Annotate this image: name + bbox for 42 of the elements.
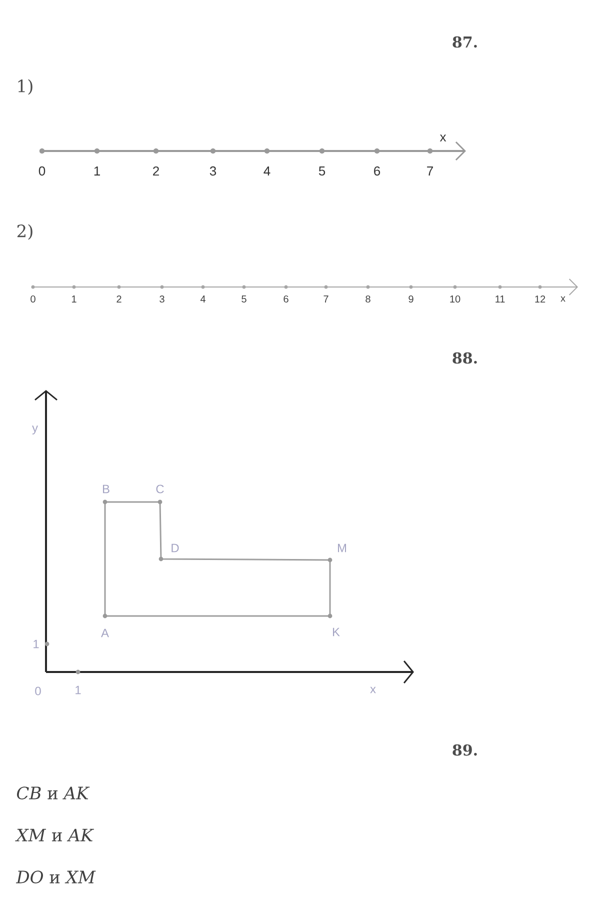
tick-label: 6 [374,166,380,176]
tick-label: 2 [116,296,122,302]
tick-label: 4 [200,296,206,302]
tick-label: 1 [72,296,76,302]
point-label: K [333,628,340,636]
axis-label: x [560,296,566,302]
problem-number: 89. [452,744,477,756]
tick-label: 0 [35,686,41,696]
tick-label: 9 [408,295,414,303]
answer-text: DO и XM [16,870,96,884]
problem-number: 88. [452,352,477,364]
answer-text: CB и AK [16,786,90,800]
tick-label: 8 [366,295,370,303]
point-label: M [338,544,346,552]
point-label: D [172,544,179,552]
axis-label: x [440,134,446,142]
tick-label: 0 [30,295,36,303]
tick-label: 1 [34,640,39,648]
axis-label: y [32,426,38,434]
item-number: 1) [18,79,32,95]
tick-label: 0 [38,166,46,176]
answer-text: XM и AK [15,828,94,842]
problem-number: 87. [452,36,477,48]
tick-label: 12 [535,296,546,302]
point-label: B [102,484,110,494]
tick-label: 3 [160,295,164,303]
tick-label: 7 [427,166,433,176]
tick-label: 5 [242,296,246,302]
tick-label: 6 [284,295,288,303]
tick-label: 10 [450,295,460,303]
item-number: 2) [17,224,32,240]
point-label: A [101,628,109,638]
point-label: C [156,484,164,494]
tick-label: 3 [210,166,216,176]
tick-label: 1 [94,166,100,176]
tick-label: 4 [264,166,270,176]
tick-label: 5 [318,166,326,176]
tick-label: 1 [76,686,81,694]
tick-label: 7 [324,296,328,302]
axis-label: x [370,686,376,694]
tick-label: 11 [496,296,505,302]
tick-label: 2 [153,166,159,176]
